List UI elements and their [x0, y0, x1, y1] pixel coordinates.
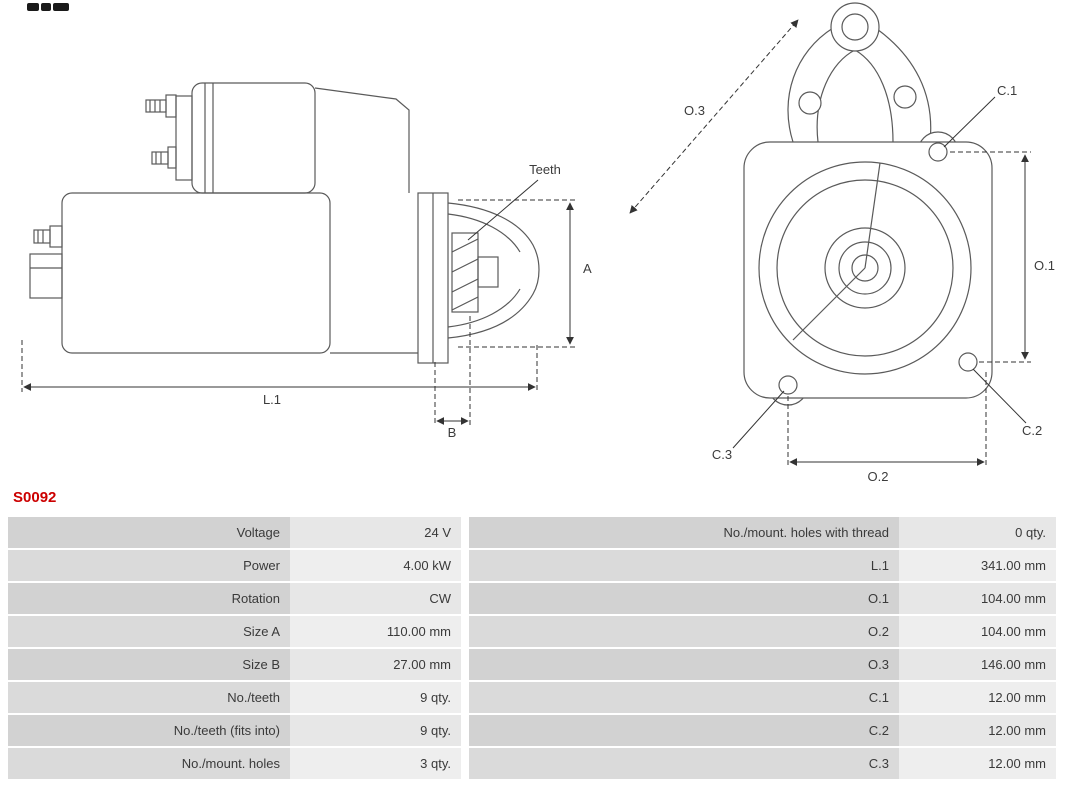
front-view-dimensions — [629, 19, 1031, 468]
column-gap — [461, 517, 469, 548]
column-gap — [461, 682, 469, 713]
table-row: No./mount. holes 3 qty. C.3 12.00 mm — [8, 748, 1072, 779]
spec-value: 146.00 mm — [899, 649, 1056, 680]
technical-drawing: Teeth A L.1 B — [21, 2, 1055, 484]
spec-label: No./mount. holes with thread — [469, 517, 899, 548]
spec-value: 110.00 mm — [290, 616, 461, 647]
spec-value: 341.00 mm — [899, 550, 1056, 581]
spec-value: 0 qty. — [899, 517, 1056, 548]
spec-label: No./teeth — [8, 682, 290, 713]
dim-l1-label: L.1 — [263, 392, 281, 407]
dim-o1-label: O.1 — [1034, 258, 1055, 273]
column-gap — [461, 649, 469, 680]
spec-label: Power — [8, 550, 290, 581]
table-row: Voltage 24 V No./mount. holes with threa… — [8, 517, 1072, 548]
spec-table: Voltage 24 V No./mount. holes with threa… — [8, 517, 1072, 781]
column-gap — [461, 748, 469, 779]
spec-label: C.2 — [469, 715, 899, 746]
spec-label: C.3 — [469, 748, 899, 779]
front-view — [743, 2, 993, 406]
spec-value: CW — [290, 583, 461, 614]
dim-b-label: B — [448, 425, 457, 440]
spec-value: 12.00 mm — [899, 748, 1056, 779]
spec-value: 27.00 mm — [290, 649, 461, 680]
dim-o2-label: O.2 — [868, 469, 889, 484]
dim-o3-label: O.3 — [684, 103, 705, 118]
spec-label: O.2 — [469, 616, 899, 647]
table-row: No./teeth (fits into) 9 qty. C.2 12.00 m… — [8, 715, 1072, 746]
spec-value: 3 qty. — [290, 748, 461, 779]
spec-value: 104.00 mm — [899, 616, 1056, 647]
spec-label: C.1 — [469, 682, 899, 713]
teeth-label: Teeth — [529, 162, 561, 177]
table-row: Size B 27.00 mm O.3 146.00 mm — [8, 649, 1072, 680]
part-number: S0092 — [13, 489, 57, 506]
spec-label: Voltage — [8, 517, 290, 548]
spec-label: L.1 — [469, 550, 899, 581]
dim-a-label: A — [583, 261, 592, 276]
spec-value: 9 qty. — [290, 682, 461, 713]
dim-c1-label: C.1 — [997, 83, 1017, 98]
spec-value: 4.00 kW — [290, 550, 461, 581]
dim-c3-label: C.3 — [712, 447, 732, 462]
spec-label: No./mount. holes — [8, 748, 290, 779]
brand-logo-icon — [27, 3, 69, 11]
spec-label: O.3 — [469, 649, 899, 680]
column-gap — [461, 583, 469, 614]
spec-label: No./teeth (fits into) — [8, 715, 290, 746]
spec-label: Size B — [8, 649, 290, 680]
spec-value: 24 V — [290, 517, 461, 548]
table-row: Rotation CW O.1 104.00 mm — [8, 583, 1072, 614]
dim-c2-label: C.2 — [1022, 423, 1042, 438]
column-gap — [461, 715, 469, 746]
column-gap — [461, 550, 469, 581]
spec-value: 9 qty. — [290, 715, 461, 746]
spec-label: Rotation — [8, 583, 290, 614]
spec-value: 12.00 mm — [899, 682, 1056, 713]
table-row: No./teeth 9 qty. C.1 12.00 mm — [8, 682, 1072, 713]
side-view — [29, 82, 540, 364]
spec-label: Size A — [8, 616, 290, 647]
spec-value: 12.00 mm — [899, 715, 1056, 746]
column-gap — [461, 616, 469, 647]
spec-value: 104.00 mm — [899, 583, 1056, 614]
table-row: Size A 110.00 mm O.2 104.00 mm — [8, 616, 1072, 647]
table-row: Power 4.00 kW L.1 341.00 mm — [8, 550, 1072, 581]
spec-label: O.1 — [469, 583, 899, 614]
side-view-dimensions — [21, 179, 578, 426]
